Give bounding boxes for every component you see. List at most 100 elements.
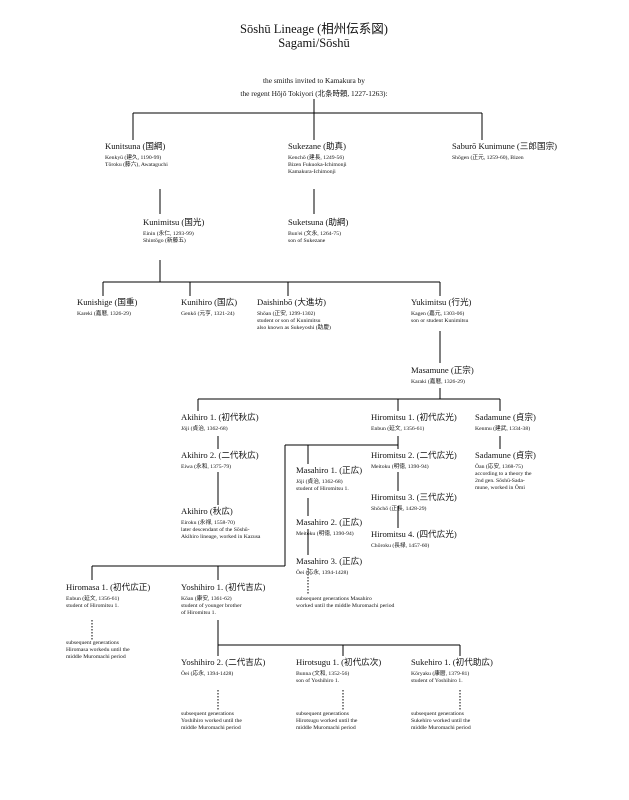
smith-name: Hiromitsu 2. (二代広光) <box>371 450 457 460</box>
smith-node-masahiro2: Masahiro 2. (正広) Meitoku (明徳, 1390-94) <box>296 516 362 538</box>
smith-node-daishinbo: Daishinbō (大進坊)Shōan (正安, 1299-1302)stud… <box>257 296 331 332</box>
smith-node-kunimitsu: Kunimitsu (国光) Einin (永仁, 1293-99)Shintōg… <box>143 216 204 245</box>
smith-detail: Bizen Fukuoka-Ichimonji <box>288 162 347 169</box>
smith-detail: Yoshihiro worked until the <box>181 718 242 725</box>
smith-detail: Eiroku (永禄, 1558-70) <box>181 520 235 526</box>
smith-detail: Kagen (嘉元, 1303-06) <box>411 311 465 317</box>
smith-name: Hirotsugu 1. (初代広次) <box>296 657 382 667</box>
smith-name: Hiromitsu 3. (三代広光) <box>371 492 457 502</box>
smith-detail: Ōei (応永, 1394-1428) <box>181 671 234 677</box>
smith-node-hiromitsu1: Hiromitsu 1. (初代広光)Enbun (延文, 1356-61) <box>371 411 457 433</box>
smith-detail: Bun'ei (文永, 1264-75) <box>288 231 341 237</box>
smith-node-akihiro1: Akihiro 1. (初代秋広) Jōji (貞治, 1362-68) <box>181 411 259 433</box>
smith-detail: Shintōgo (新藤五) <box>143 238 186 245</box>
smith-name: Sadamune (貞宗) <box>475 412 536 422</box>
smith-detail: student of Hiromitsu 1. <box>66 603 119 610</box>
smith-detail: Eiwa (永和, 1375-79) <box>181 464 232 470</box>
smith-node-kunitsuna: Kunitsuna (国綱) Kenkyū (建久, 1190-99)Tōroku… <box>105 140 168 169</box>
smith-detail: student of younger brother <box>181 603 242 610</box>
smith-detail: Jōji (貞治, 1362-68) <box>181 426 228 432</box>
smith-name: Suketsuna (助綱) <box>288 217 349 227</box>
smith-detail: Shōchō (正長, 1428-29) <box>371 506 427 512</box>
smith-detail: later descendant of the Sōshū- <box>181 527 250 534</box>
smith-node-hiromitsu4: Hiromitsu 4. (四代広光) Chōroku (長禄, 1457-60) <box>371 528 457 550</box>
smith-name: Sukezane (助真) <box>288 141 346 151</box>
smith-node-akihiro2: Akihiro 2. (二代秋広) Eiwa (永和, 1375-79) <box>181 449 259 471</box>
smith-node-sukehiro1: Sukehiro 1. (初代助広)Kōryaku (康暦, 1379-81)s… <box>411 656 493 685</box>
smith-node-yoshihiro1: Yoshihiro 1. (初代吉広) Kōan (康安, 1361-62)stu… <box>181 581 265 617</box>
smith-node-sadamune1: Sadamune (貞宗) Kenmu (建武, 1334-38) <box>475 411 536 433</box>
smith-detail: Kamakura-Ichimonji <box>288 169 336 176</box>
smith-detail: subsequent generations Masahiro <box>296 596 372 602</box>
smith-name: Kunihiro (国広) <box>181 297 238 307</box>
smith-detail: subsequent generations <box>411 711 464 717</box>
smith-name: Masahiro 3. (正広) <box>296 556 363 566</box>
smith-detail: Jōji (貞治, 1362-68) <box>296 479 343 485</box>
smith-detail: middle Muromachi period <box>296 725 356 732</box>
smith-detail: Kōan (康安, 1361-62) <box>181 596 232 602</box>
smith-detail: 2nd gen. Sōshū-Sada- <box>475 478 525 485</box>
smith-detail: student of Hiromitsu 1. <box>296 486 349 493</box>
smith-detail: son of Sukezane <box>288 238 326 245</box>
smith-detail: Kareki (嘉暦, 1326-29) <box>77 311 131 317</box>
smith-detail: Bunna (文和, 1352-56) <box>296 671 350 677</box>
smith-name: Yoshihiro 1. (初代吉広) <box>181 582 266 592</box>
smith-name: Yukimitsu (行光) <box>411 297 472 307</box>
smith-node-masamune: Masamune (正宗)Karaki (嘉暦, 1326-29) <box>411 364 474 386</box>
smith-detail: Ōei (応永, 1394-1428) <box>296 570 349 576</box>
chart-title: Sōshū Lineage (相州伝系図) <box>240 22 388 36</box>
smith-name: Hiromitsu 1. (初代広光) <box>371 412 457 422</box>
smith-node-akihiro3: Akihiro (秋広)Eiroku (永禄, 1558-70)later de… <box>181 505 260 541</box>
chart-subtitle: Sagami/Sōshū <box>278 36 350 50</box>
intro-line-1: the smiths invited to Kamakura by <box>262 76 366 85</box>
smith-detail: Akihiro lineage, worked in Kazusa <box>181 534 261 541</box>
smith-node-masahiro3: Masahiro 3. (正広) Ōei (応永, 1394-1428) <box>296 555 362 577</box>
smith-detail: Kenmu (建武, 1334-38) <box>475 426 531 432</box>
smith-node-yoshihiro2: Yoshihiro 2. (二代吉広) Ōei (応永, 1394-1428) <box>181 656 265 678</box>
smith-detail: son of Yoshihiro 1. <box>296 678 340 685</box>
smith-detail: mune, worked in Ōmi <box>475 485 525 492</box>
smith-detail: Tōroku (藤六), Awataguchi <box>105 162 168 169</box>
smith-node-yukimitsu: Yukimitsu (行光) Kagen (嘉元, 1303-06)son or … <box>411 296 471 325</box>
smith-name: Kunishige (国重) <box>77 297 138 307</box>
smith-detail: subsequent generations <box>66 640 119 646</box>
smith-detail: middle Muromachi period <box>411 725 471 732</box>
smith-detail: Chōroku (長禄, 1457-60) <box>371 543 430 549</box>
smith-detail: Meitoku (明徳, 1390-94) <box>296 531 354 537</box>
smith-detail: Ōan (応安, 1368-75) <box>475 464 523 470</box>
smith-name: Kunimitsu (国光) <box>143 217 205 227</box>
smith-name: Masahiro 2. (正広) <box>296 517 363 527</box>
smith-detail: middle Muromachi period <box>181 725 241 732</box>
smith-name: Hiromitsu 4. (四代広光) <box>371 529 457 539</box>
smith-name: Saburō Kunimune (三郎国宗) <box>452 141 558 151</box>
smith-detail: Hiromasa workedu until the <box>66 647 130 654</box>
smith-node-sadamune2: Sadamune (貞宗)Ōan (応安, 1368-75)according … <box>475 449 536 493</box>
smith-detail: subsequent generations <box>296 711 349 717</box>
smith-name: Akihiro 2. (二代秋広) <box>181 450 259 460</box>
smith-name: Sadamune (貞宗) <box>475 450 536 460</box>
smith-node-masahiro1: Masahiro 1. (正広) Jōji (貞治, 1362-68)studen… <box>296 464 362 493</box>
smith-detail: middle Muromachi period <box>66 654 126 661</box>
smith-name: Masahiro 1. (正広) <box>296 465 363 475</box>
smith-detail: Enbun (延文, 1356-61) <box>66 596 120 602</box>
smith-detail: worked until the middle Muromachi period <box>296 603 395 610</box>
smith-node-saburo_kunimune: Saburō Kunimune (三郎国宗) Shōgen (正元, 1259-6… <box>452 140 557 162</box>
smith-detail: son or student Kunimitsu <box>411 318 469 325</box>
smith-node-hiromitsu3: Hiromitsu 3. (三代広光) Shōchō (正長, 1428-29) <box>371 491 457 513</box>
smith-node-hiromitsu2: Hiromitsu 2. (二代広光)Meitoku (明徳, 1390-94) <box>371 449 457 471</box>
smith-name: Kunitsuna (国綱) <box>105 141 166 151</box>
smith-detail: student of Yoshihiro 1. <box>411 678 463 685</box>
smith-detail: Kenkyū (建久, 1190-99) <box>105 155 162 161</box>
smith-name: Daishinbō (大進坊) <box>257 297 326 307</box>
smith-detail: Karaki (嘉暦, 1326-29) <box>411 379 465 385</box>
smith-detail: Shōgen (正元, 1259-60), Bizen <box>452 155 524 161</box>
smith-name: Yoshihiro 2. (二代吉広) <box>181 657 266 667</box>
smith-detail: Kenchō (建長, 1249-56) <box>288 155 345 161</box>
smith-node-suketsuna: Suketsuna (助綱) Bun'ei (文永, 1264-75)son of… <box>288 216 348 245</box>
smith-name: Akihiro 1. (初代秋広) <box>181 412 259 422</box>
smith-detail: Einin (永仁, 1293-99) <box>143 231 194 237</box>
